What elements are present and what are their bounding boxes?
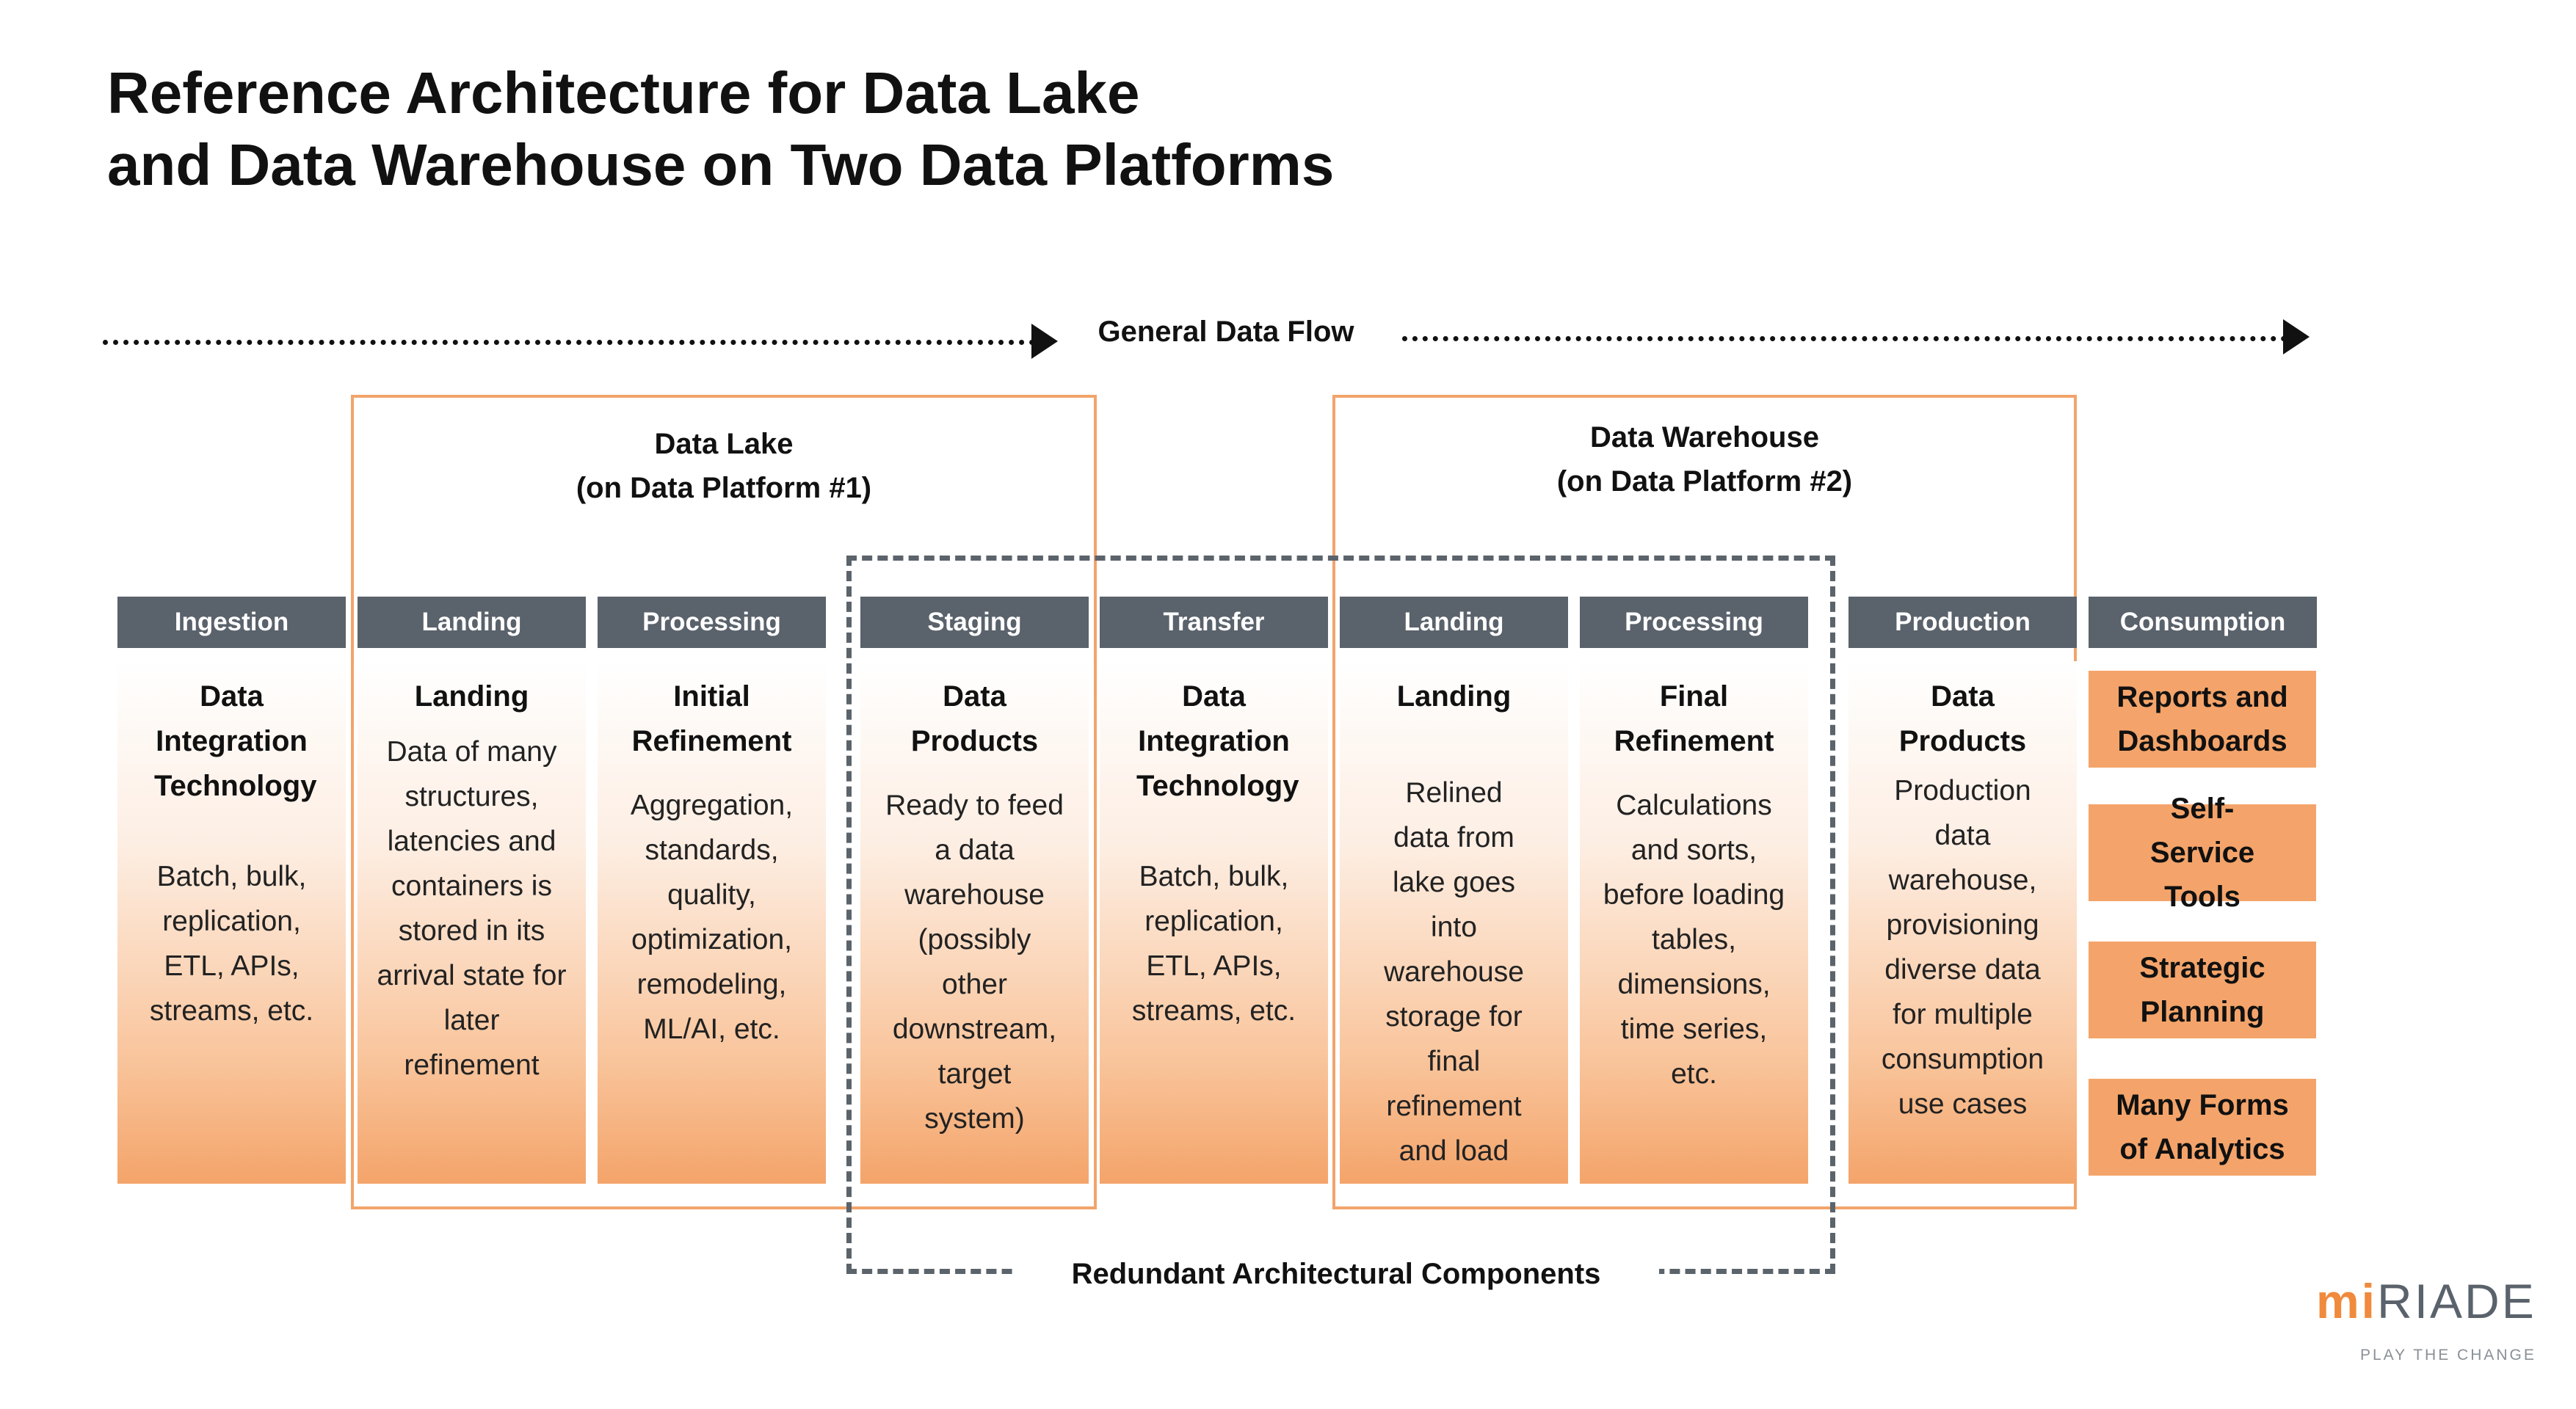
logo-mark: mi	[2316, 1274, 2378, 1328]
consumption-item-reports: Reports and Dashboards	[2089, 671, 2316, 768]
column-title: Landing	[414, 680, 529, 713]
column-body: Data Integration Technology Batch, bulk,…	[117, 661, 346, 1184]
column-body: Data Products Ready to feed a data wareh…	[860, 661, 1089, 1184]
column-body: Landing Relined data from lake goes into…	[1340, 661, 1568, 1184]
column-title: Landing	[1396, 680, 1512, 713]
title-line-2: and Data Warehouse on Two Data Platforms	[107, 132, 1335, 197]
column-title: Final Refinement	[1614, 680, 1774, 757]
column-text: Aggregation, standards, quality, optimiz…	[630, 790, 794, 1045]
column-title: Data Products	[1898, 680, 2027, 757]
data-warehouse-name: Data Warehouse	[1590, 421, 1819, 454]
redundant-components-box	[846, 556, 1835, 1274]
column-text: Calculations and sorts, before loading t…	[1603, 790, 1785, 1090]
flow-arrow-left-line	[103, 340, 1035, 345]
data-lake-sub: (on Data Platform #1)	[576, 472, 872, 504]
column-head: Transfer	[1100, 597, 1328, 648]
column-consumption: Consumption	[2089, 597, 2317, 648]
column-staging: Staging Data Products Ready to feed a da…	[860, 597, 1089, 1184]
company-logo: miRIADE PLAY THE CHANGE	[2316, 1273, 2544, 1376]
column-text: Production data warehouse, provisioning …	[1881, 775, 2045, 1120]
column-text: Relined data from lake goes into warehou…	[1384, 777, 1524, 1167]
column-ingestion: Ingestion Data Integration Technology Ba…	[117, 597, 346, 1184]
column-title: Initial Refinement	[631, 680, 792, 757]
column-head: Processing	[1580, 597, 1808, 648]
column-production: Production Data Products Production data…	[1848, 597, 2077, 1184]
column-body: Data Integration Technology Batch, bulk,…	[1100, 661, 1328, 1184]
logo-name: RIADE	[2377, 1274, 2536, 1328]
column-processing-warehouse: Processing Final Refinement Calculations…	[1580, 597, 1808, 1184]
column-head: Processing	[598, 597, 826, 648]
column-body: Final Refinement Calculations and sorts,…	[1580, 661, 1808, 1184]
data-warehouse-sub: (on Data Platform #2)	[1556, 465, 1853, 498]
logo-wordmark: miRIADE	[2316, 1273, 2536, 1329]
column-text: Ready to feed a data warehouse (possibly…	[885, 790, 1064, 1135]
flow-arrow-right-line	[1402, 336, 2287, 341]
column-body: Data Products Production data warehouse,…	[1848, 661, 2077, 1184]
column-body: Landing Data of many structures, latenci…	[358, 661, 586, 1184]
flow-arrow-right-head	[2283, 319, 2310, 354]
column-head: Ingestion	[117, 597, 346, 648]
page-title: Reference Architecture for Data Lake and…	[107, 57, 1334, 201]
column-text: Batch, bulk, replication, ETL, APIs, str…	[149, 861, 314, 1027]
consumption-item-strategic: Strategic Planning	[2089, 942, 2316, 1038]
data-lake-name: Data Lake	[654, 428, 794, 460]
column-processing-lake: Processing Initial Refinement Aggregatio…	[598, 597, 826, 1184]
data-lake-frame	[351, 395, 1097, 1209]
consumption-item-analytics: Many Forms of Analytics	[2089, 1079, 2316, 1176]
column-title: Data Integration Technology	[1136, 680, 1299, 802]
column-title: Data Products	[910, 680, 1039, 757]
column-head: Staging	[860, 597, 1089, 648]
column-body: Initial Refinement Aggregation, standard…	[598, 661, 826, 1184]
redundant-components-label: Redundant Architectural Components	[1013, 1251, 1659, 1297]
column-transfer: Transfer Data Integration Technology Bat…	[1100, 597, 1328, 1184]
column-text: Batch, bulk, replication, ETL, APIs, str…	[1131, 861, 1296, 1027]
column-head: Landing	[1340, 597, 1568, 648]
data-warehouse-title: Data Warehouse (on Data Platform #2)	[1332, 415, 2077, 503]
data-lake-title: Data Lake (on Data Platform #1)	[351, 422, 1097, 510]
column-head: Production	[1848, 597, 2077, 648]
flow-label: General Data Flow	[1097, 316, 1354, 348]
column-text: Data of many structures, latencies and c…	[377, 736, 567, 1081]
column-head: Landing	[358, 597, 586, 648]
consumption-item-self-service: Self-Service Tools	[2089, 793, 2316, 913]
column-head: Consumption	[2089, 597, 2317, 648]
column-landing-warehouse: Landing Landing Relined data from lake g…	[1340, 597, 1568, 1184]
flow-arrow-left-head	[1031, 324, 1058, 359]
title-line-1: Reference Architecture for Data Lake	[107, 60, 1140, 125]
logo-tagline: PLAY THE CHANGE	[2360, 1347, 2536, 1364]
column-title: Data Integration Technology	[154, 680, 317, 802]
column-landing-lake: Landing Landing Data of many structures,…	[358, 597, 586, 1184]
